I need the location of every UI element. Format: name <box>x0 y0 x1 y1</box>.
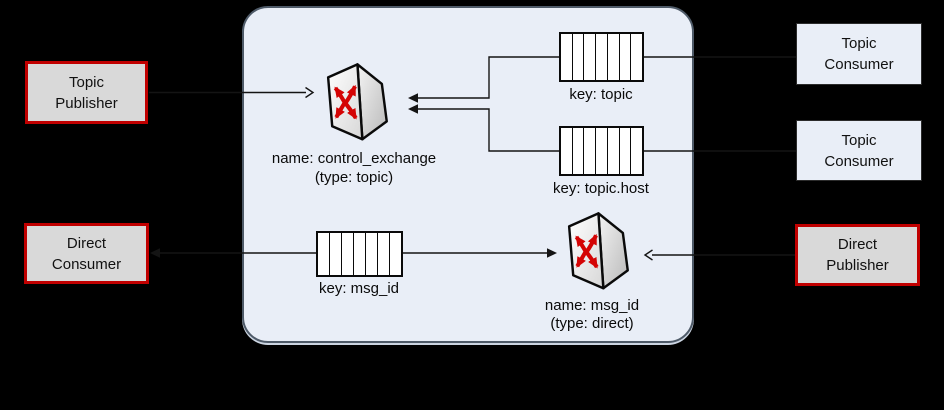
topic-consumer-label: Topic Consumer <box>824 131 894 170</box>
queue-cell <box>561 128 573 174</box>
msg-id-exchange-type: (type: direct) <box>550 315 634 332</box>
queue-icon <box>559 126 644 176</box>
queue-msg-id-label: key: msg_id <box>318 280 400 297</box>
queue-cell <box>318 233 330 275</box>
queue-cell <box>584 34 597 80</box>
queue-cell <box>631 128 642 174</box>
queue-cell <box>608 128 620 174</box>
topic-consumer-box-1: Topic Consumer <box>796 23 922 85</box>
queue-icon <box>316 231 403 277</box>
direct-consumer-label: Direct Consumer <box>51 234 122 273</box>
queue-cell <box>354 233 366 275</box>
queue-cell <box>330 233 342 275</box>
msg-id-exchange-name: name: msg_id <box>544 297 640 314</box>
queue-cell <box>561 34 573 80</box>
control-exchange-type: (type: topic) <box>314 169 394 186</box>
solid-arrowhead-left-icon <box>150 248 160 258</box>
control-exchange-icon <box>320 57 390 145</box>
queue-cell <box>366 233 378 275</box>
queue-slots-icon <box>318 233 401 275</box>
queue-slots-icon <box>561 128 642 174</box>
queue-slots-icon <box>561 34 642 80</box>
queue-cell <box>378 233 390 275</box>
control-exchange-name: name: control_exchange <box>271 150 437 167</box>
queue-cell <box>596 34 608 80</box>
queue-cell <box>573 34 585 80</box>
topic-publisher-label: Topic Publisher <box>55 73 118 112</box>
topic-consumer-label: Topic Consumer <box>824 35 894 73</box>
queue-cell <box>620 34 632 80</box>
queue-topic-label: key: topic <box>569 86 633 103</box>
queue-cell <box>620 128 632 174</box>
queue-cell <box>390 233 401 275</box>
queue-cell <box>596 128 608 174</box>
queue-icon <box>559 32 644 82</box>
topic-consumer-box-2: Topic Consumer <box>796 120 922 181</box>
queue-cell <box>584 128 597 174</box>
direct-publisher-box: Direct Publisher <box>795 224 920 286</box>
direct-consumer-box: Direct Consumer <box>24 223 149 284</box>
queue-cell <box>631 34 642 80</box>
queue-topic-host-label: key: topic.host <box>553 180 649 197</box>
queue-cell <box>342 233 354 275</box>
queue-cell <box>573 128 585 174</box>
direct-publisher-label: Direct Publisher <box>826 236 889 274</box>
topic-publisher-box: Topic Publisher <box>25 61 148 124</box>
queue-cell <box>608 34 620 80</box>
msg-id-exchange-icon <box>561 207 631 293</box>
